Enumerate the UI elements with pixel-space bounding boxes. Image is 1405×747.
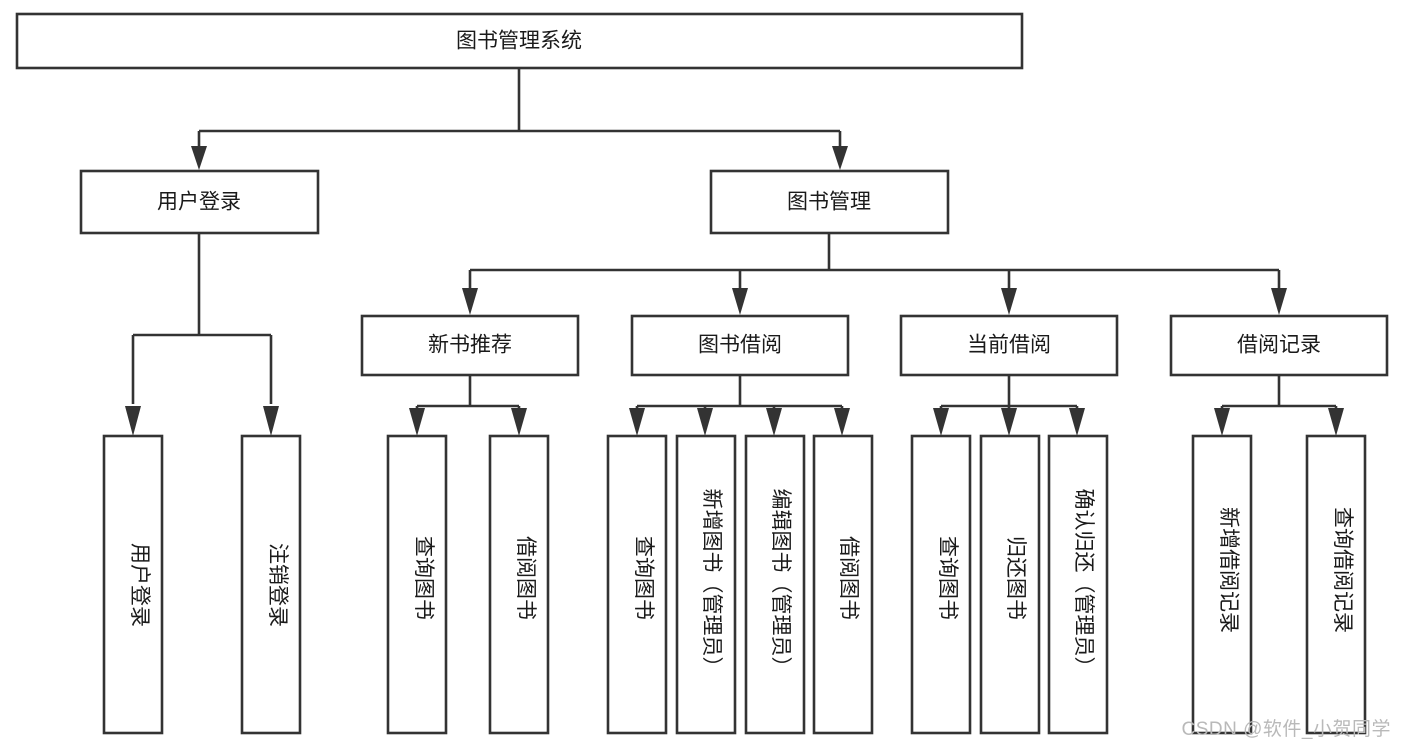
csdn-watermark: CSDN @软件_小贺同学 [1181,719,1391,740]
node-book-management-label: 图书管理 [787,191,871,214]
node-book-management[interactable]: 图书管理 [709,169,950,235]
node-root-label: 图书管理系统 [456,30,582,53]
leaf-add-record[interactable]: 新增借阅记录 [1191,434,1253,735]
arrow-head-icon [1271,288,1287,315]
leaf-user-logout-label: 注销登录 [266,543,289,627]
arrow-head-icon [732,288,748,315]
arrow-head-icon [511,408,527,436]
leaf-query-book-3-label: 查询图书 [936,536,959,620]
connector-book-management-to-level3 [462,233,1287,315]
node-user-login[interactable]: 用户登录 [79,169,320,235]
node-current-borrow-box[interactable] [899,314,1119,377]
arrow-head-icon [191,146,207,170]
leaf-query-book-1-box[interactable] [386,434,448,735]
arrow-head-icon [629,408,645,436]
leaf-query-book-3-box[interactable] [910,434,972,735]
leaf-query-book-2-label: 查询图书 [632,536,655,620]
leaf-query-book-1[interactable]: 查询图书 [386,434,448,735]
node-root-box[interactable] [15,12,1024,70]
node-current-borrow[interactable]: 当前借阅 [899,314,1119,377]
leaf-borrow-book-1-label: 借阅图书 [514,536,537,620]
connector-current-borrow-to-leaves [933,375,1085,436]
connector-root-to-level2 [191,68,848,170]
leaf-add-record-label: 新增借阅记录 [1217,507,1240,633]
arrow-head-icon [1214,408,1230,436]
leaf-add-book[interactable]: 新增图书（管理员） [675,434,737,735]
node-current-borrow-label: 当前借阅 [967,334,1051,357]
arrow-head-icon [832,146,848,170]
leaf-edit-book-box[interactable] [744,434,806,735]
leaf-edit-book[interactable]: 编辑图书（管理员） [744,434,806,735]
arrow-head-icon [834,408,850,436]
leaf-add-book-box[interactable] [675,434,737,735]
node-new-book-recommend-box[interactable] [360,314,580,377]
connector-borrow-record-to-leaves [1214,375,1344,436]
leaf-borrow-book-2-box[interactable] [812,434,874,735]
arrow-head-icon [462,288,478,315]
leaf-user-logout[interactable]: 注销登录 [240,434,302,735]
leaf-edit-book-label: 编辑图书（管理员） [769,489,792,678]
node-new-book-recommend[interactable]: 新书推荐 [360,314,580,377]
arrow-head-icon [697,408,713,436]
leaf-query-record[interactable]: 查询借阅记录 [1305,434,1367,735]
connector-book-borrow-to-leaves [629,375,850,436]
node-book-borrow-label: 图书借阅 [698,334,782,357]
arrow-head-icon [766,408,782,436]
leaf-confirm-return-label: 确认归还（管理员） [1072,489,1095,678]
leaf-confirm-return-box[interactable] [1047,434,1109,735]
leaf-query-book-1-label: 查询图书 [412,536,435,620]
leaf-query-record-label: 查询借阅记录 [1331,507,1354,633]
leaf-confirm-return[interactable]: 确认归还（管理员） [1047,434,1109,735]
arrow-head-icon [933,408,949,436]
leaf-add-record-box[interactable] [1191,434,1253,735]
node-user-login-label: 用户登录 [157,191,241,214]
arrow-head-icon [1001,288,1017,315]
connector-user-login-to-leaves [125,233,279,436]
leaf-query-book-2-box[interactable] [606,434,668,735]
leaf-user-logout-box[interactable] [240,434,302,735]
node-book-borrow[interactable]: 图书借阅 [630,314,850,377]
connector-new-book-recommend-to-leaves [409,375,527,436]
arrow-head-icon [125,406,141,436]
leaf-query-record-box[interactable] [1305,434,1367,735]
node-new-book-recommend-label: 新书推荐 [428,334,512,357]
arrow-head-icon [1001,408,1017,436]
leaf-user-login[interactable]: 用户登录 [102,434,164,735]
leaf-query-book-3[interactable]: 查询图书 [910,434,972,735]
arrow-head-icon [409,408,425,436]
leaf-user-login-label: 用户登录 [128,543,151,627]
arrow-head-icon [1328,408,1344,436]
leaf-borrow-book-1[interactable]: 借阅图书 [488,434,550,735]
leaf-user-login-box[interactable] [102,434,164,735]
node-root[interactable]: 图书管理系统 [15,12,1024,70]
leaf-borrow-book-2-label: 借阅图书 [837,536,860,620]
leaf-return-book-label: 归还图书 [1004,536,1027,620]
arrow-head-icon [1069,408,1085,436]
leaf-borrow-book-2[interactable]: 借阅图书 [812,434,874,735]
leaf-add-book-label: 新增图书（管理员） [700,489,723,678]
node-borrow-record-label: 借阅记录 [1237,334,1321,357]
leaf-return-book-box[interactable] [979,434,1041,735]
node-borrow-record[interactable]: 借阅记录 [1169,314,1389,377]
leaf-return-book[interactable]: 归还图书 [979,434,1041,735]
node-user-login-box[interactable] [79,169,320,235]
leaf-borrow-book-1-box[interactable] [488,434,550,735]
arrow-head-icon [263,406,279,436]
leaf-query-book-2[interactable]: 查询图书 [606,434,668,735]
